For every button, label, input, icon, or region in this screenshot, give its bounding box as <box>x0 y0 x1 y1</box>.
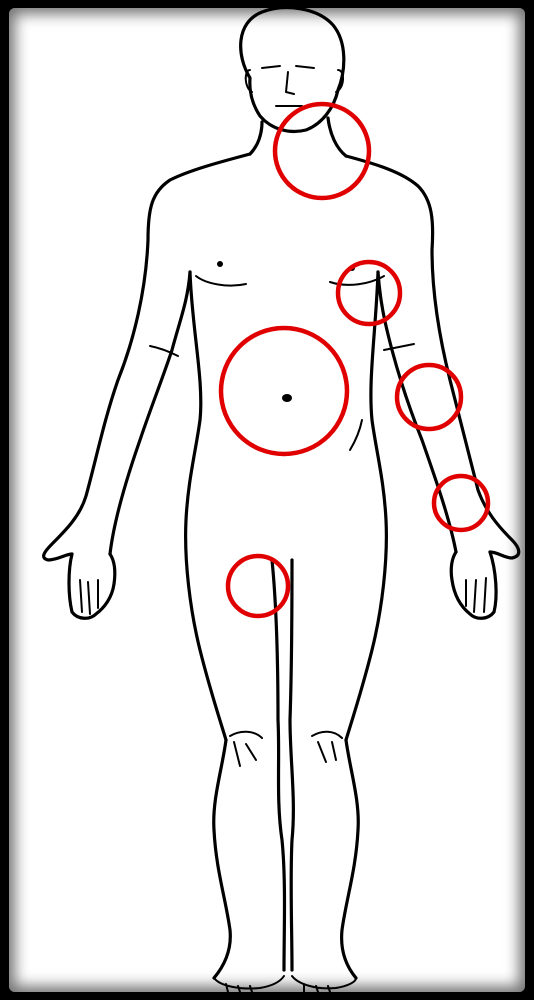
chest-marker <box>338 262 400 324</box>
abdomen-marker <box>221 328 347 454</box>
inner-leg-right <box>290 560 293 970</box>
eye-right <box>296 66 314 68</box>
eye-left <box>262 66 280 68</box>
body-diagram <box>9 8 525 992</box>
neck-right <box>328 118 346 156</box>
left-foot <box>214 976 284 992</box>
torso-right <box>346 272 386 740</box>
navel <box>282 394 292 402</box>
nipple-left <box>217 261 223 267</box>
pectoral-left <box>196 276 246 286</box>
left-side-arm-outer <box>44 154 250 560</box>
figure-canvas <box>9 8 525 992</box>
nose <box>286 72 294 94</box>
left-arm-inner <box>110 272 190 554</box>
torso-left <box>186 272 226 740</box>
body-outline <box>44 8 519 992</box>
right-fingers <box>466 578 486 612</box>
neck-left <box>250 122 262 154</box>
right-foot <box>292 976 356 992</box>
right-leg-outer <box>342 740 359 978</box>
left-hand <box>69 554 115 618</box>
knee-left <box>230 732 262 766</box>
pain-markers <box>221 104 488 616</box>
left-leg-outer <box>214 740 231 978</box>
crotch <box>272 560 285 970</box>
hip-crease-right <box>350 420 362 450</box>
knee-right <box>312 732 342 762</box>
left-fingers <box>80 580 98 614</box>
thigh-marker <box>228 556 288 616</box>
right-elbow <box>384 344 414 350</box>
